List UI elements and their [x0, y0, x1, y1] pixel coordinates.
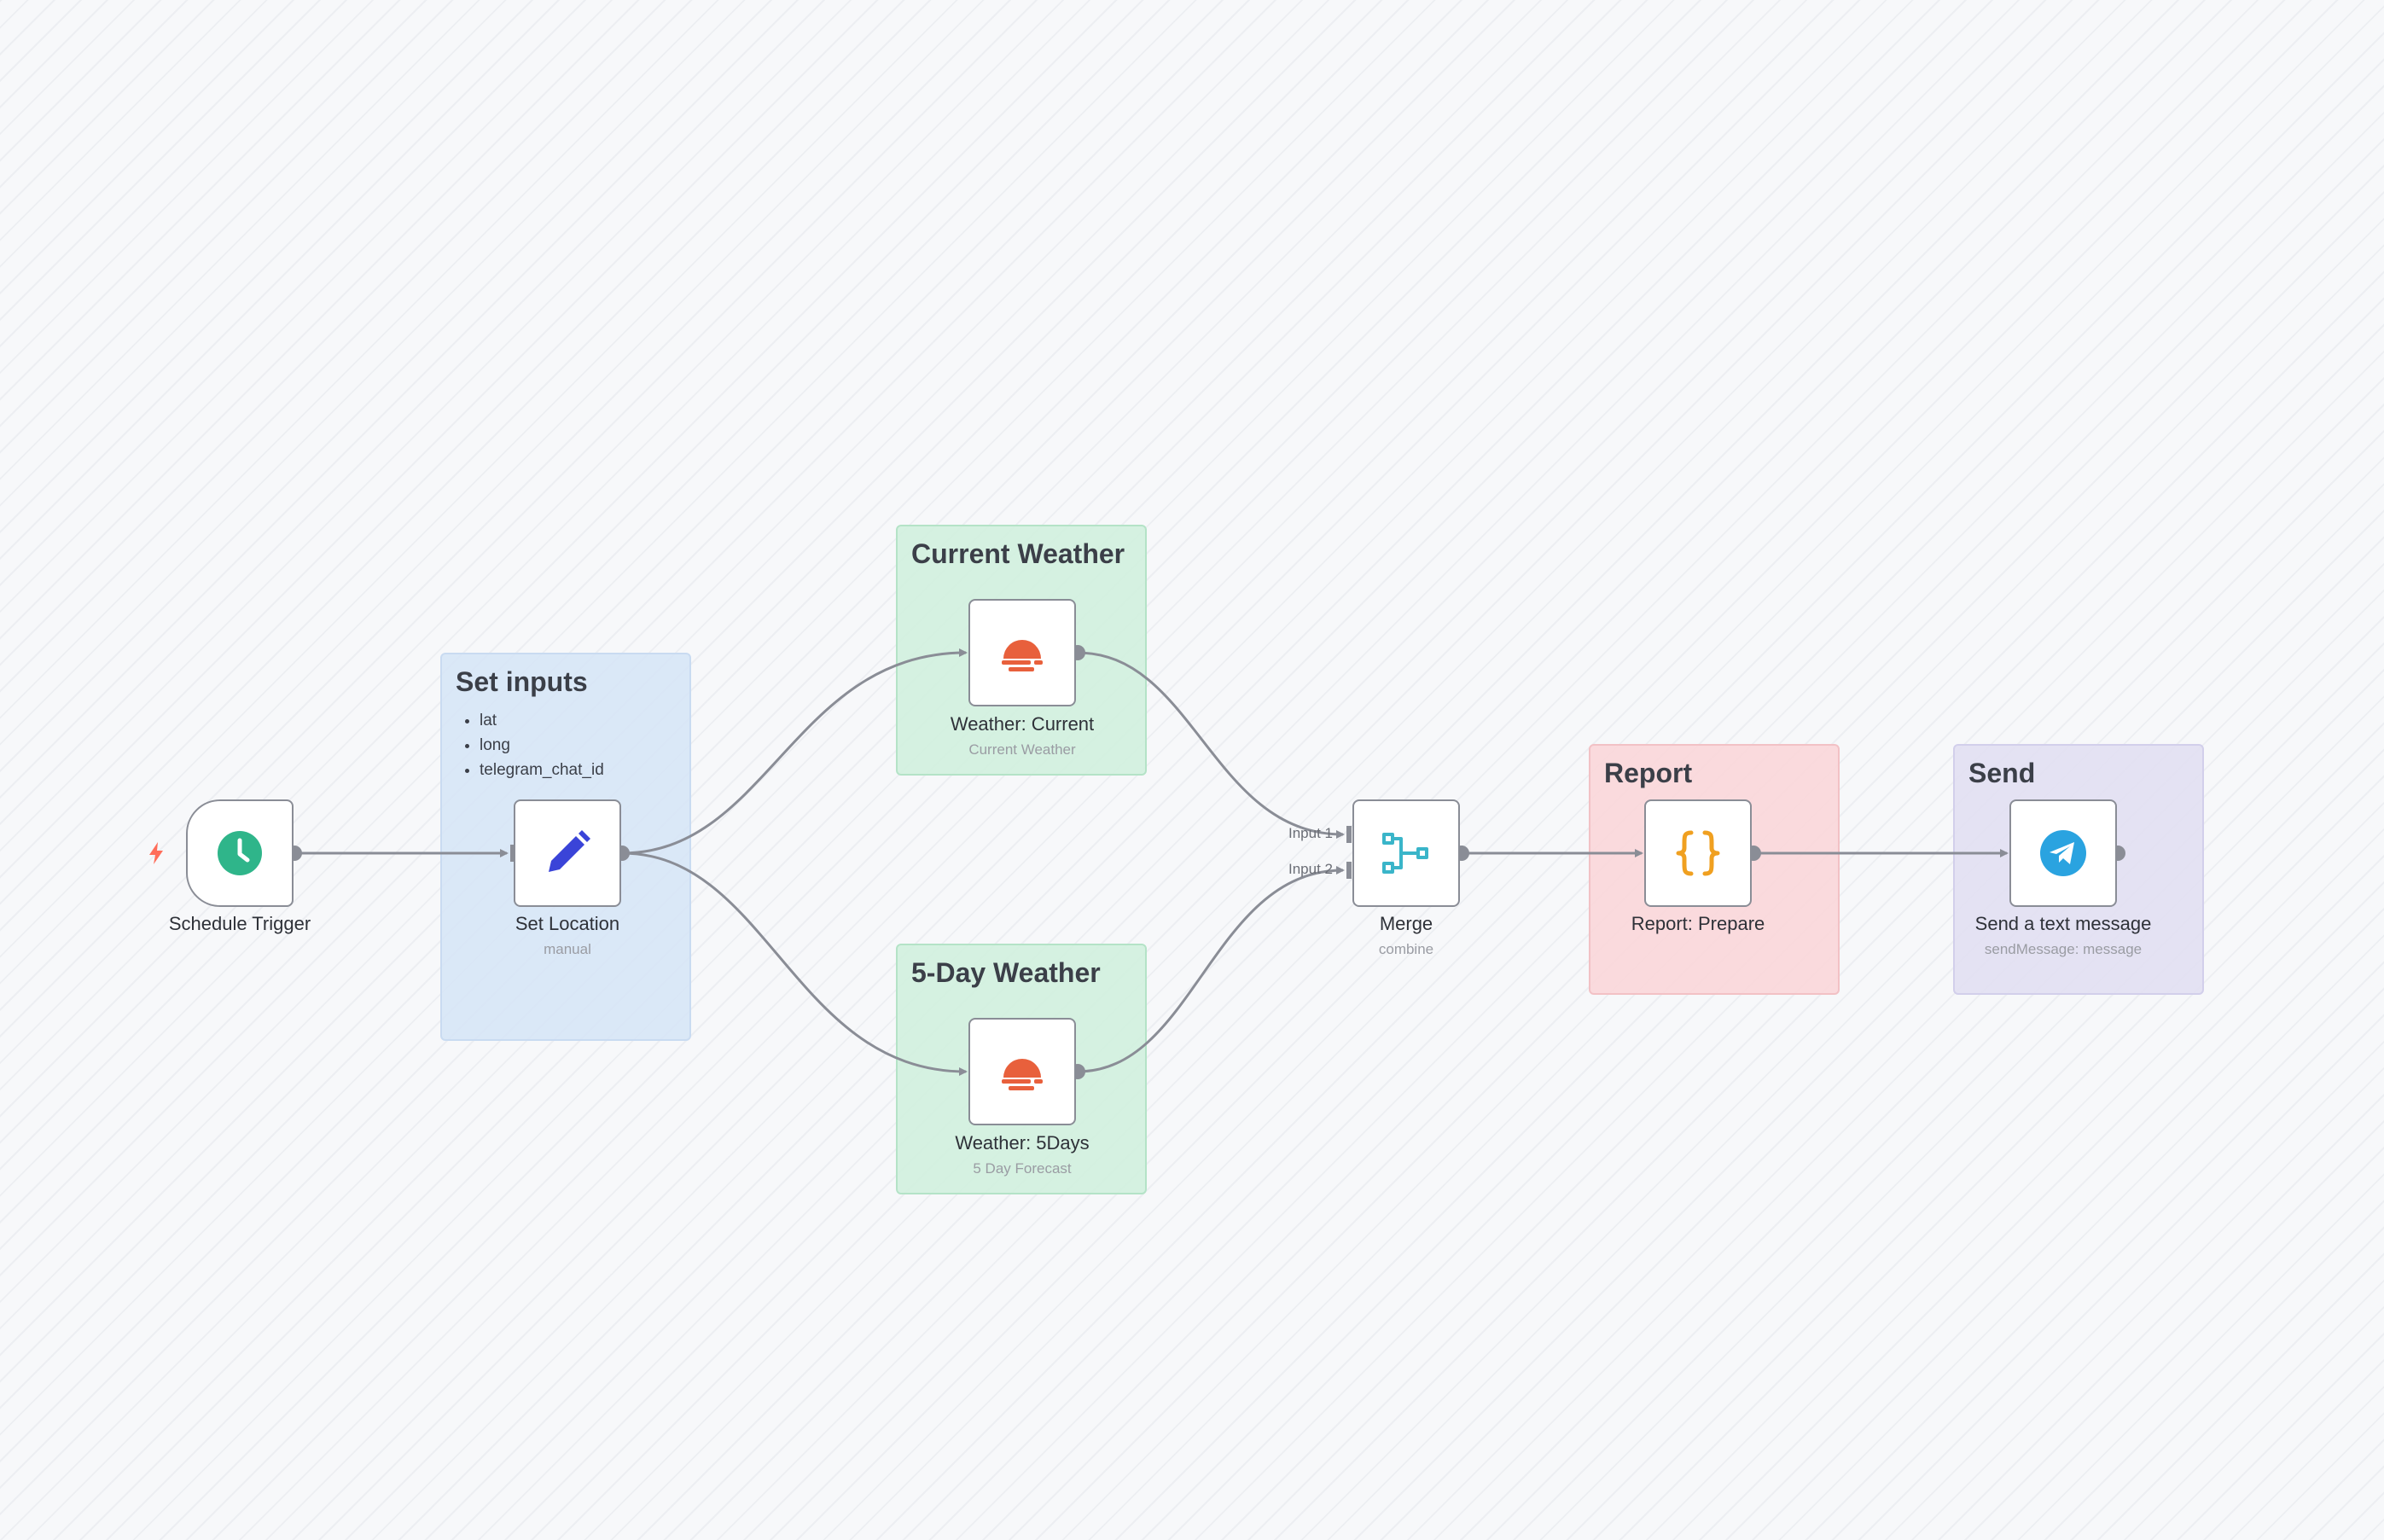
- node-label: Schedule Trigger: [168, 913, 311, 934]
- node-subtitle: combine: [1378, 941, 1434, 957]
- input-handle: [1346, 826, 1352, 843]
- clock-icon: [212, 826, 267, 880]
- sticky-list: lat long telegram_chat_id: [456, 708, 676, 782]
- node-set-location[interactable]: [514, 799, 621, 907]
- list-item: telegram_chat_id: [480, 758, 676, 782]
- pencil-icon: [540, 826, 595, 880]
- connection-weather-5days-to-merge: [1077, 866, 1345, 1073]
- input-handle: [510, 845, 515, 862]
- openweathermap-icon: [995, 625, 1050, 680]
- telegram-icon: [2036, 826, 2090, 880]
- list-item: long: [480, 733, 676, 758]
- node-label: Weather: 5Days: [955, 1132, 1090, 1154]
- node-report-prepare[interactable]: [1644, 799, 1752, 907]
- sticky-set-inputs[interactable]: Set inputs lat long telegram_chat_id: [440, 653, 691, 1041]
- node-label: Set Location: [515, 913, 620, 934]
- list-item: lat: [480, 708, 676, 733]
- node-weather-5days[interactable]: [968, 1018, 1076, 1125]
- sticky-title: Current Weather: [911, 538, 1125, 569]
- sticky-title: Set inputs: [456, 666, 588, 697]
- node-subtitle: manual: [544, 941, 591, 957]
- connection-set-location-to-weather-current: [621, 648, 968, 855]
- node-merge[interactable]: [1352, 799, 1460, 907]
- connection-weather-current-to-merge: [1077, 651, 1345, 839]
- node-subtitle: 5 Day Forecast: [973, 1160, 1072, 1177]
- merge-icon: [1379, 826, 1433, 880]
- sticky-title: Send: [1968, 758, 2036, 788]
- node-schedule-trigger[interactable]: [186, 799, 294, 907]
- merge-input-1-label: Input 1: [1288, 825, 1333, 841]
- node-label: Merge: [1379, 913, 1433, 934]
- merge-input-2-label: Input 2: [1288, 861, 1333, 877]
- connection-set-location-to-weather-5days: [621, 851, 968, 1076]
- node-label: Report: Prepare: [1631, 913, 1765, 934]
- node-subtitle: Current Weather: [968, 741, 1076, 758]
- node-weather-current[interactable]: [968, 599, 1076, 706]
- node-subtitle: sendMessage: message: [1984, 941, 2143, 957]
- node-label: Weather: Current: [950, 713, 1095, 735]
- input-handle: [1346, 862, 1352, 879]
- sticky-title: Report: [1604, 758, 1693, 788]
- trigger-bolt-icon: [149, 842, 163, 864]
- sticky-send[interactable]: Send: [1953, 744, 2204, 995]
- code-braces-icon: [1671, 826, 1725, 880]
- node-label: Send a text message: [1974, 913, 2152, 934]
- sticky-title: 5-Day Weather: [911, 957, 1101, 988]
- node-send-message[interactable]: [2009, 799, 2117, 907]
- openweathermap-icon: [995, 1044, 1050, 1099]
